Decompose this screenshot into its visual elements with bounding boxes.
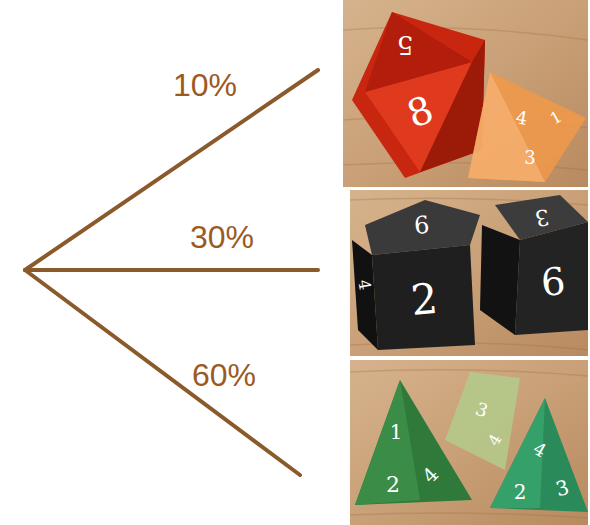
die-number: 1 — [390, 422, 403, 442]
die-number: 4 — [515, 108, 529, 128]
die-number: 4 — [531, 439, 550, 460]
die-number: 3 — [524, 149, 535, 167]
die-number: 1 — [548, 109, 565, 128]
branch-probability: 30% — [190, 221, 254, 253]
dice-photo — [350, 360, 588, 525]
dice-photo — [343, 0, 588, 187]
die-number: 2 — [386, 474, 400, 496]
die-number: 6 — [539, 262, 566, 302]
die-number: 2 — [514, 482, 527, 502]
branch-probability: 60% — [192, 359, 256, 391]
die-number: 3 — [474, 400, 491, 421]
branch-lines — [25, 70, 318, 475]
die-number: 2 — [409, 278, 439, 322]
die-number: 8 — [402, 90, 438, 134]
die-number: 3 — [553, 477, 570, 500]
die-number: 4 — [355, 279, 373, 292]
dice-photo — [350, 190, 588, 356]
die-number: 4 — [486, 432, 505, 449]
die-number: 5 — [397, 32, 414, 58]
branch-probability: 10% — [173, 69, 237, 101]
die-number: 3 — [533, 205, 551, 229]
die-number: 9 — [413, 211, 430, 236]
die-number: 4 — [418, 463, 441, 486]
